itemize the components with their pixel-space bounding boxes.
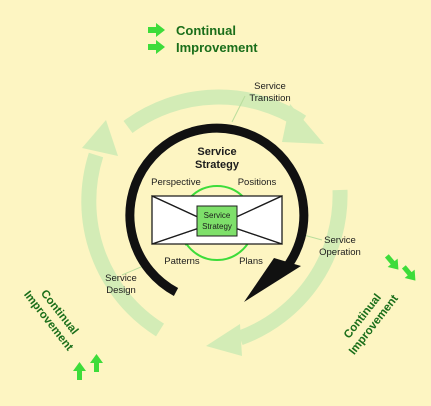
core-positions: Positions xyxy=(238,177,277,188)
core-plans: Plans xyxy=(239,256,263,267)
label-operation-1: Service xyxy=(324,235,356,246)
legend-arrow-icon-1 xyxy=(148,23,165,37)
arrows-right xyxy=(384,254,416,281)
legend-arrow-icon-2 xyxy=(148,40,165,54)
down-arrow-icon-1 xyxy=(384,254,399,270)
side-label-left: Continual Improvement xyxy=(21,288,80,353)
arrows-bottom-left xyxy=(73,354,103,380)
strategy-title-1: Service xyxy=(197,146,236,158)
side-label-right: Continual Improvement xyxy=(342,292,401,357)
strategy-arc-path xyxy=(125,123,309,296)
outer-ring-arc-right xyxy=(237,189,348,346)
arrowhead-transition xyxy=(282,104,324,144)
arrowhead-left xyxy=(82,120,118,156)
legend: Continual Improvement xyxy=(148,23,258,55)
label-design-1: Service xyxy=(105,273,137,284)
up-arrow-icon-2 xyxy=(90,354,103,372)
core-center-box xyxy=(196,205,238,237)
label-design-2: Design xyxy=(106,285,136,296)
outer-ring xyxy=(81,89,348,346)
strategy-arc xyxy=(125,123,309,302)
strategy-arc-arrowhead xyxy=(244,258,301,302)
arrowhead-bottom xyxy=(206,324,242,356)
core-perspective: Perspective xyxy=(151,177,201,188)
legend-line-2: Improvement xyxy=(176,40,258,55)
down-arrow-icon-2 xyxy=(401,265,416,281)
label-transition-1: Service xyxy=(254,81,286,92)
strategy-core: Service Strategy Perspective Positions P… xyxy=(151,177,283,267)
label-operation-2: Operation xyxy=(319,247,361,258)
outer-ring-arrowheads xyxy=(82,104,324,356)
core-center-2: Strategy xyxy=(202,222,232,231)
legend-line-1: Continual xyxy=(176,23,236,38)
core-center-1: Service xyxy=(204,211,231,220)
core-patterns: Patterns xyxy=(164,256,200,267)
stage-labels: Service Transition Service Operation Ser… xyxy=(105,81,361,296)
outer-ring-arc-top xyxy=(123,89,307,134)
outer-ring-arc-left xyxy=(81,152,165,337)
strategy-title-2: Strategy xyxy=(195,159,240,171)
label-transition-2: Transition xyxy=(249,93,290,104)
up-arrow-icon-1 xyxy=(73,362,86,380)
